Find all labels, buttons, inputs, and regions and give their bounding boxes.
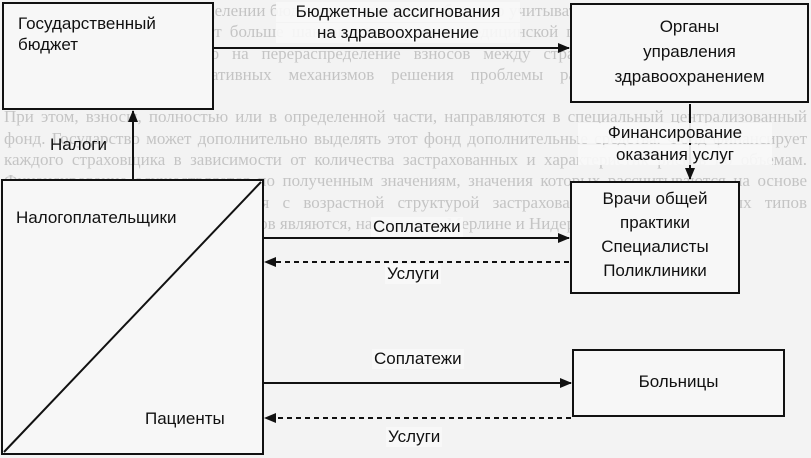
health-authorities-label-2: управления (643, 42, 736, 61)
services-hospital-label: Услуги (386, 427, 443, 447)
hospitals-box: Больницы (572, 349, 785, 417)
state-budget-label-2: бюджет (18, 35, 79, 54)
copayments-hospital-label: Соплатежи (372, 349, 464, 369)
health-authorities-label-1: Органы (659, 17, 720, 36)
gp-label-4: Поликлиники (603, 261, 707, 280)
taxpayers-label: Налогоплательщики (16, 208, 177, 227)
state-budget-box: Государственный бюджет (2, 2, 214, 110)
patients-label: Пациенты (145, 409, 225, 428)
copayments-gp-label: Соплатежи (371, 217, 463, 237)
state-budget-label-1: Государственный (18, 14, 156, 33)
taxes-label: Налоги (50, 135, 107, 154)
budget-allocations-label-2: на здравоохранение (276, 23, 520, 43)
health-authorities-box: Органы управления здравоохранением (570, 3, 809, 103)
gp-label-2: практики (620, 213, 690, 232)
hospitals-label: Больницы (638, 372, 719, 391)
general-practitioners-box: Врачи общей практики Специалисты Поликли… (570, 181, 740, 294)
box-diagonal (3, 181, 262, 453)
gp-label-3: Специалисты (601, 237, 709, 256)
service-financing-label-1: Финансирование (578, 123, 772, 143)
budget-allocations-label-1: Бюджетные ассигнования (276, 2, 520, 22)
services-gp-label: Услуги (385, 264, 442, 284)
health-authorities-label-3: здравоохранением (614, 67, 765, 86)
gp-label-1: Врачи общей (602, 189, 708, 208)
service-financing-label-2: оказания услуг (578, 145, 772, 165)
